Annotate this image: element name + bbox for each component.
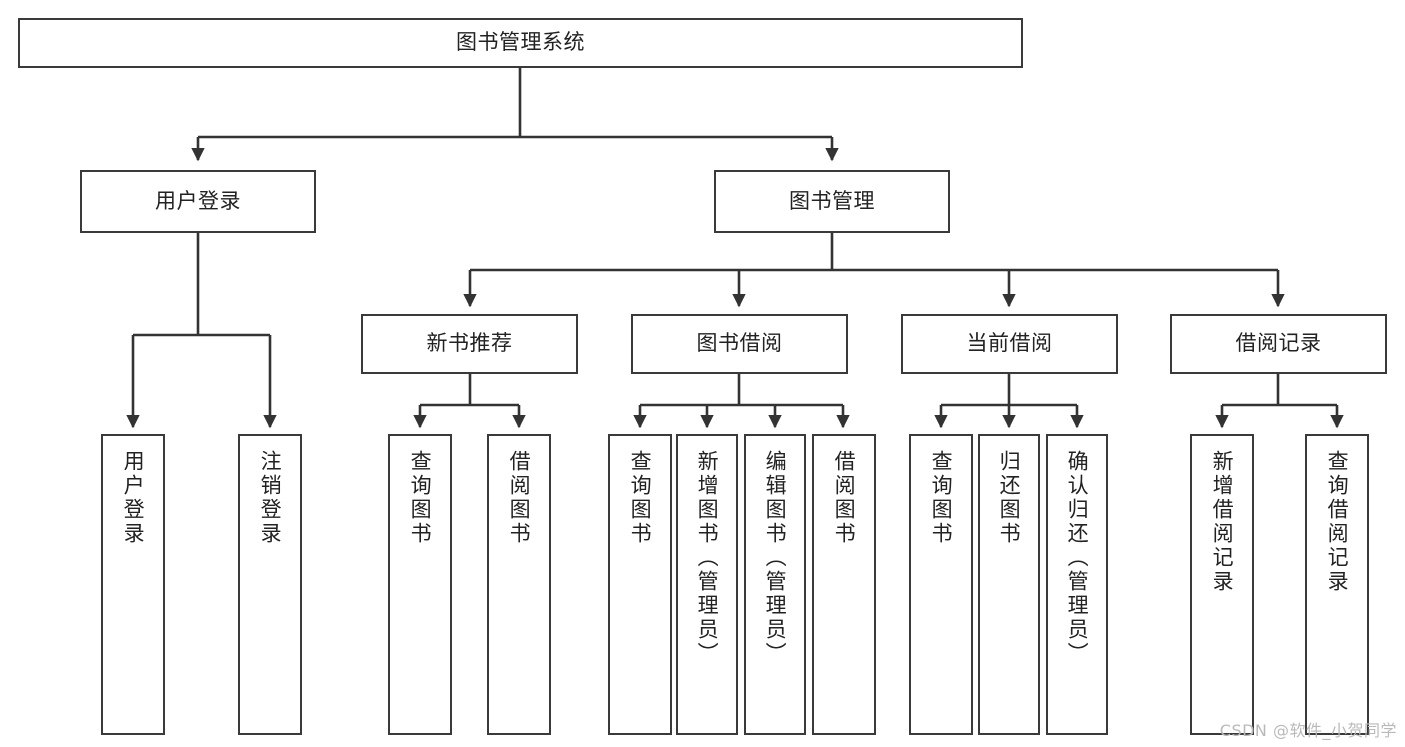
leaf-edit-book[interactable]: 编辑图书（管理员） [744,434,806,735]
leaf-user-login-label: 用户登录 [121,450,146,546]
leaf-logout-label: 注销登录 [258,450,283,546]
node-book-borrow[interactable]: 图书借阅 [631,314,848,374]
leaf-borrow-book-1-label: 借阅图书 [507,450,532,546]
node-current-borrow-label: 当前借阅 [966,331,1053,356]
node-user-login-label: 用户登录 [155,188,241,213]
leaf-borrow-book-2-label: 借阅图书 [832,450,857,546]
leaf-return-book-label: 归还图书 [997,450,1022,546]
node-new-book-recommend-label: 新书推荐 [426,331,513,356]
leaf-return-book[interactable]: 归还图书 [978,434,1040,735]
leaf-query-book-2[interactable]: 查询图书 [608,434,672,735]
node-book-borrow-label: 图书借阅 [696,331,783,356]
node-root-label: 图书管理系统 [456,30,585,55]
leaf-query-record-label: 查询借阅记录 [1325,450,1350,594]
leaf-logout[interactable]: 注销登录 [238,434,302,735]
node-new-book-recommend[interactable]: 新书推荐 [361,314,578,374]
node-book-manage-label: 图书管理 [789,188,875,213]
leaf-confirm-return-label: 确认归还（管理员） [1065,450,1090,666]
leaf-add-record-label: 新增借阅记录 [1210,450,1235,594]
leaf-query-book-1[interactable]: 查询图书 [388,434,452,735]
leaf-query-book-1-label: 查询图书 [408,450,433,546]
node-user-login[interactable]: 用户登录 [80,170,316,233]
leaf-add-book-label: 新增图书（管理员） [695,450,720,666]
node-borrow-record-label: 借阅记录 [1235,331,1322,356]
leaf-edit-book-label: 编辑图书（管理员） [763,450,788,666]
leaf-query-book-2-label: 查询图书 [628,450,653,546]
leaf-user-login[interactable]: 用户登录 [101,434,165,735]
watermark: CSDN @软件_小贺同学 [1219,721,1397,740]
leaf-query-book-3-label: 查询图书 [929,450,954,546]
node-book-manage[interactable]: 图书管理 [714,170,950,233]
leaf-borrow-book-2[interactable]: 借阅图书 [812,434,876,735]
leaf-query-book-3[interactable]: 查询图书 [909,434,973,735]
leaf-query-record[interactable]: 查询借阅记录 [1305,434,1369,735]
leaf-confirm-return[interactable]: 确认归还（管理员） [1046,434,1108,735]
leaf-add-record[interactable]: 新增借阅记录 [1190,434,1254,735]
leaf-borrow-book-1[interactable]: 借阅图书 [487,434,551,735]
node-current-borrow[interactable]: 当前借阅 [901,314,1118,374]
node-root[interactable]: 图书管理系统 [18,18,1023,68]
node-borrow-record[interactable]: 借阅记录 [1170,314,1387,374]
leaf-add-book[interactable]: 新增图书（管理员） [676,434,738,735]
